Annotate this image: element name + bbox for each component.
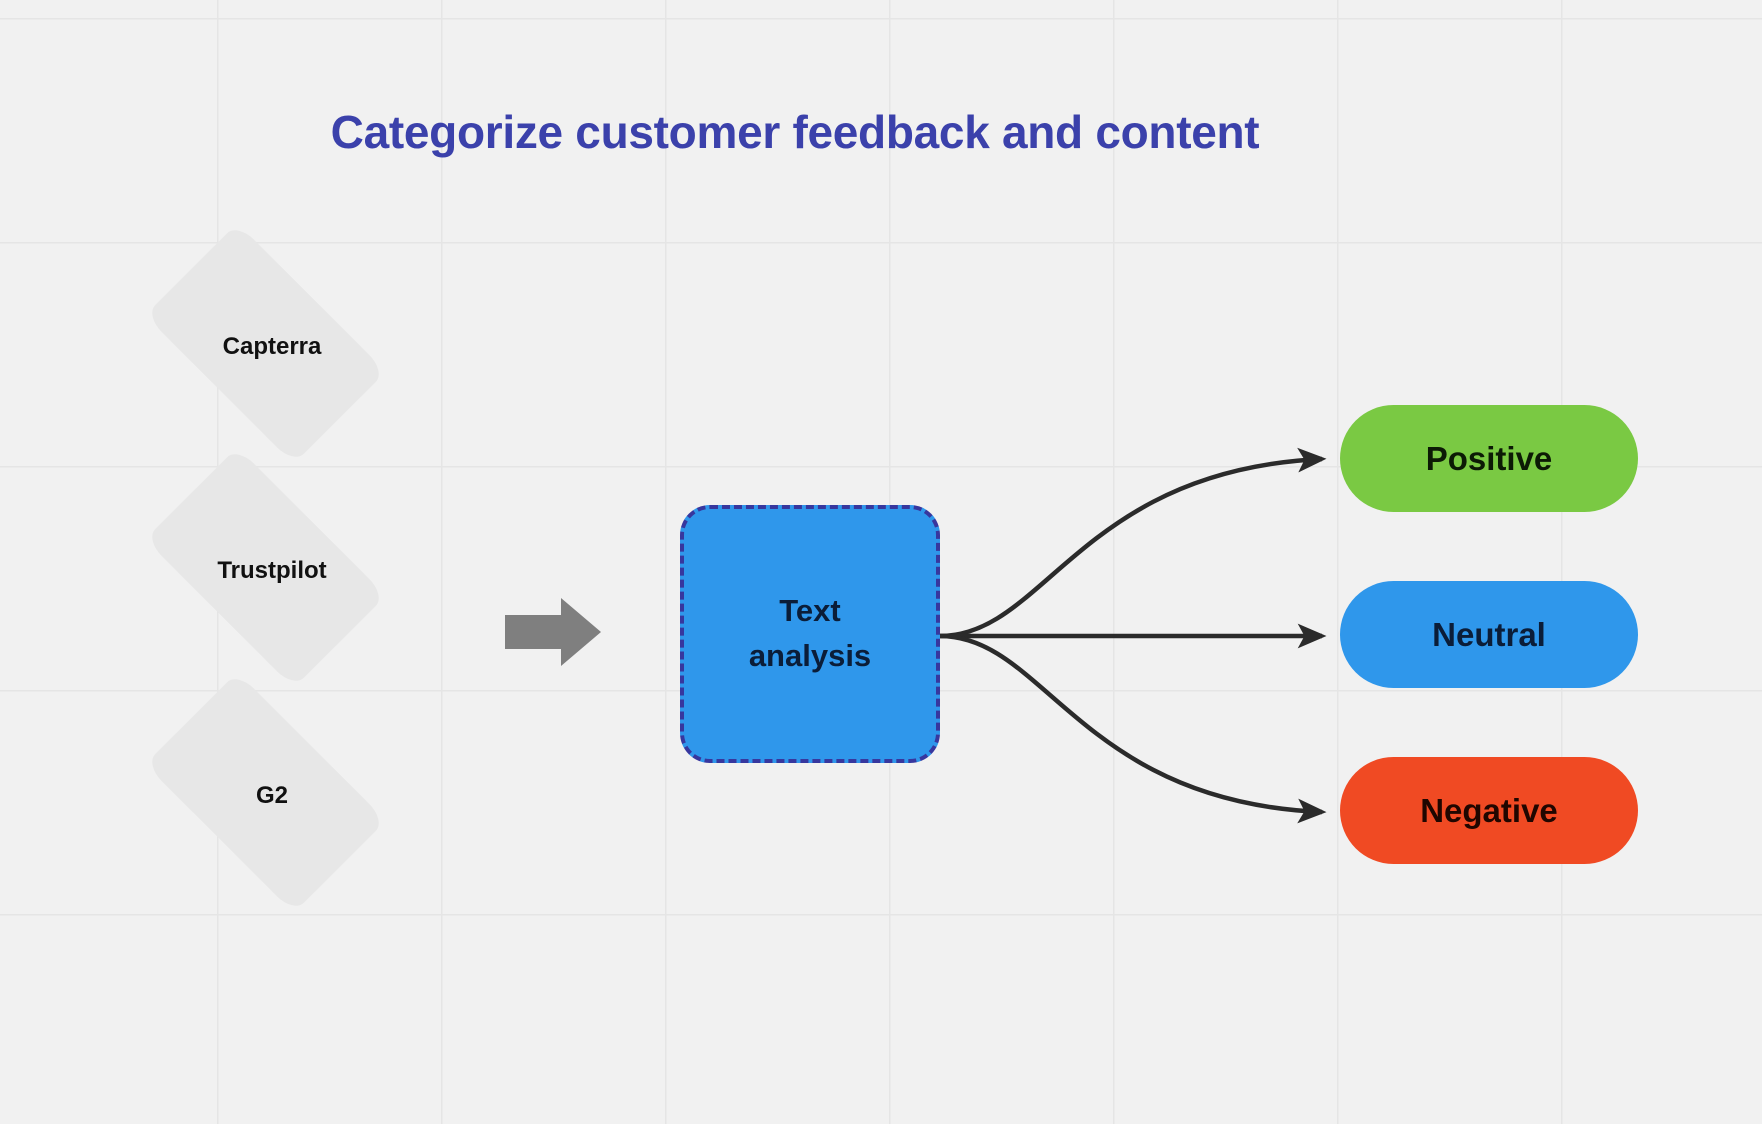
page-title: Categorize customer feedback and content	[330, 106, 1260, 158]
block-arrow-right-icon	[505, 598, 601, 666]
source-node-g2[interactable]: G2	[115, 671, 415, 913]
source-node-label: Capterra	[222, 333, 322, 360]
outcome-pill-neutral[interactable]: Neutral	[1340, 581, 1638, 688]
outcome-pill-negative[interactable]: Negative	[1340, 757, 1638, 864]
source-node-label: G2	[255, 782, 288, 809]
connector-to-positive	[939, 447, 1327, 639]
source-node-label: Trustpilot	[217, 557, 327, 584]
source-node-capterra[interactable]: Capterra	[115, 222, 415, 464]
outcome-pill-label: Neutral	[1432, 615, 1546, 653]
process-node-text-analysis[interactable]: Text analysis	[680, 505, 940, 763]
outcome-pill-label: Negative	[1420, 791, 1558, 829]
connector-to-negative	[939, 633, 1327, 824]
source-node-trustpilot[interactable]: Trustpilot	[115, 446, 415, 688]
process-node-label: Text analysis	[748, 593, 872, 673]
outcome-pill-positive[interactable]: Positive	[1340, 405, 1638, 512]
outcome-pill-label: Positive	[1425, 439, 1553, 477]
